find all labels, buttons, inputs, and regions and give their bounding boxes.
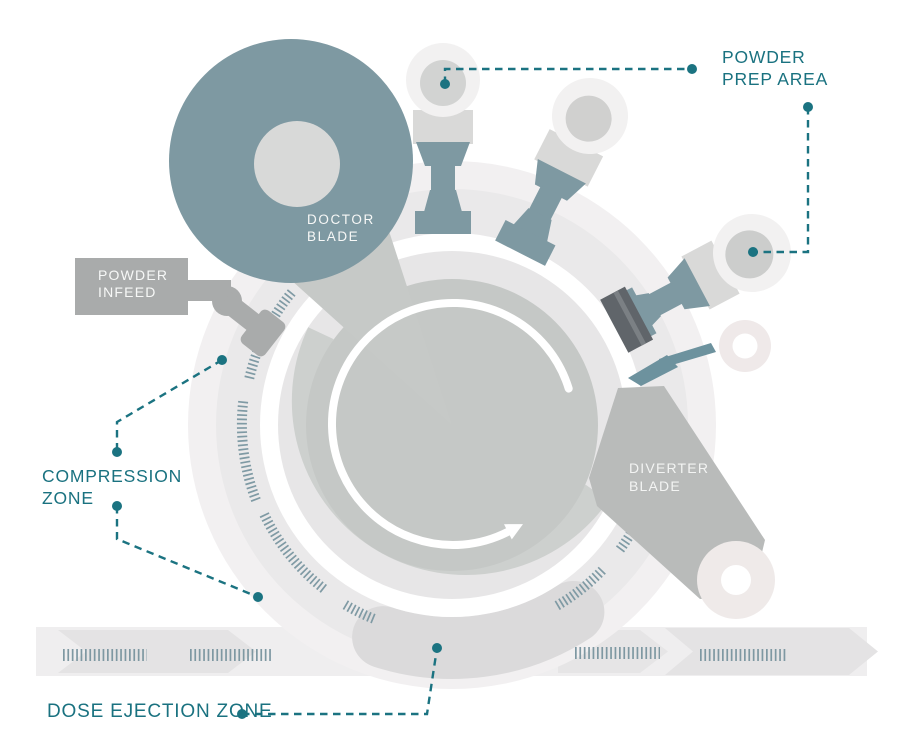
- scraper-handle: [659, 343, 716, 368]
- conveyor-tick-marks: [63, 647, 787, 661]
- label-dose-ejection-zone-text: DOSE EJECTION ZONE: [47, 701, 273, 722]
- leader-dot-compression-lower: [253, 592, 263, 602]
- tick-group-left-long: [236, 400, 261, 503]
- leader-compression-lower: [115, 506, 259, 599]
- tick-group-lower-left: [258, 510, 328, 593]
- label-powder-prep-line2: PREP AREA: [722, 68, 829, 89]
- punch1-collar: [424, 190, 462, 212]
- punch1-neck: [416, 142, 470, 166]
- label-powder-infeed-line1: POWDER: [98, 267, 169, 283]
- label-diverter-blade-line2: BLADE: [629, 478, 681, 494]
- punch3-shaft: [647, 281, 684, 317]
- powder-infeed-assembly: [75, 258, 286, 357]
- idle-roller-top-hole: [732, 333, 758, 359]
- label-compression-zone-line2: ZONE: [42, 488, 94, 508]
- punch2-roller-inner: [565, 95, 612, 142]
- punch2-shaft: [528, 185, 563, 222]
- tick-group-bottom: [341, 599, 376, 624]
- leader-dot-compression-text-top: [112, 447, 122, 457]
- punch2-collar: [513, 208, 552, 243]
- leader-dots: [112, 64, 813, 719]
- leader-dot-punch1: [440, 79, 450, 89]
- label-dose-ejection-zone: DOSE EJECTION ZONE: [47, 701, 273, 723]
- leader-dot-dose-text: [237, 709, 247, 719]
- punch-station-2: [495, 78, 628, 266]
- leader-dot-dose-target: [432, 643, 442, 653]
- scraper-blade: [628, 355, 678, 386]
- punch2-housing: [534, 129, 604, 187]
- label-doctor-blade: DOCTOR BLADE: [307, 212, 375, 245]
- punch-station-1: [406, 43, 480, 234]
- label-compression-zone-line1: COMPRESSION: [42, 466, 183, 486]
- tick-group-lower-right: [553, 566, 606, 611]
- leader-powder-prep-1: [443, 67, 692, 84]
- punch1-shaft: [431, 164, 455, 192]
- leader-dose-ejection: [242, 647, 439, 716]
- label-diverter-blade: DIVERTER BLADE: [629, 459, 709, 495]
- leader-dot-punch3: [748, 247, 758, 257]
- tick-group-left-upper: [244, 331, 270, 380]
- punch3-foot-ridge: [613, 290, 647, 346]
- label-diverter-blade-line1: DIVERTER: [629, 460, 710, 476]
- doctor-blade-hub: [254, 121, 340, 207]
- leader-compression-upper: [115, 358, 223, 452]
- label-powder-prep-area: POWDER PREP AREA: [722, 47, 828, 90]
- label-powder-infeed: POWDER INFEED: [98, 267, 168, 301]
- leader-dot-compression-upper: [217, 355, 227, 365]
- label-compression-zone: COMPRESSION ZONE: [42, 465, 182, 509]
- leader-dot-prep-label-2: [803, 102, 813, 112]
- punch3-foot-lip: [624, 287, 657, 338]
- rotation-arrow-head: [504, 524, 523, 540]
- label-doctor-blade-line1: DOCTOR: [307, 212, 375, 227]
- conveyor-chevron-left: [58, 630, 256, 673]
- rotation-arrow: [327, 298, 573, 549]
- tick-group-upper-left: [271, 288, 297, 318]
- dose-ejection-slide: [352, 581, 605, 679]
- infeed-shoe: [240, 309, 286, 357]
- leader-dot-prep-label: [687, 64, 697, 74]
- punch3-housing: [681, 240, 740, 310]
- label-doctor-blade-line2: BLADE: [307, 228, 360, 244]
- idle-roller-bottom-hole: [721, 565, 751, 595]
- leader-dot-compression-text-bottom: [112, 501, 122, 511]
- leader-powder-prep-2: [753, 107, 810, 254]
- punch2-foot: [495, 220, 556, 266]
- punch1-foot: [415, 211, 471, 234]
- label-powder-prep-line1: POWDER: [722, 47, 806, 67]
- label-powder-infeed-line2: INFEED: [98, 284, 157, 300]
- powder-infeed-box: [75, 258, 188, 315]
